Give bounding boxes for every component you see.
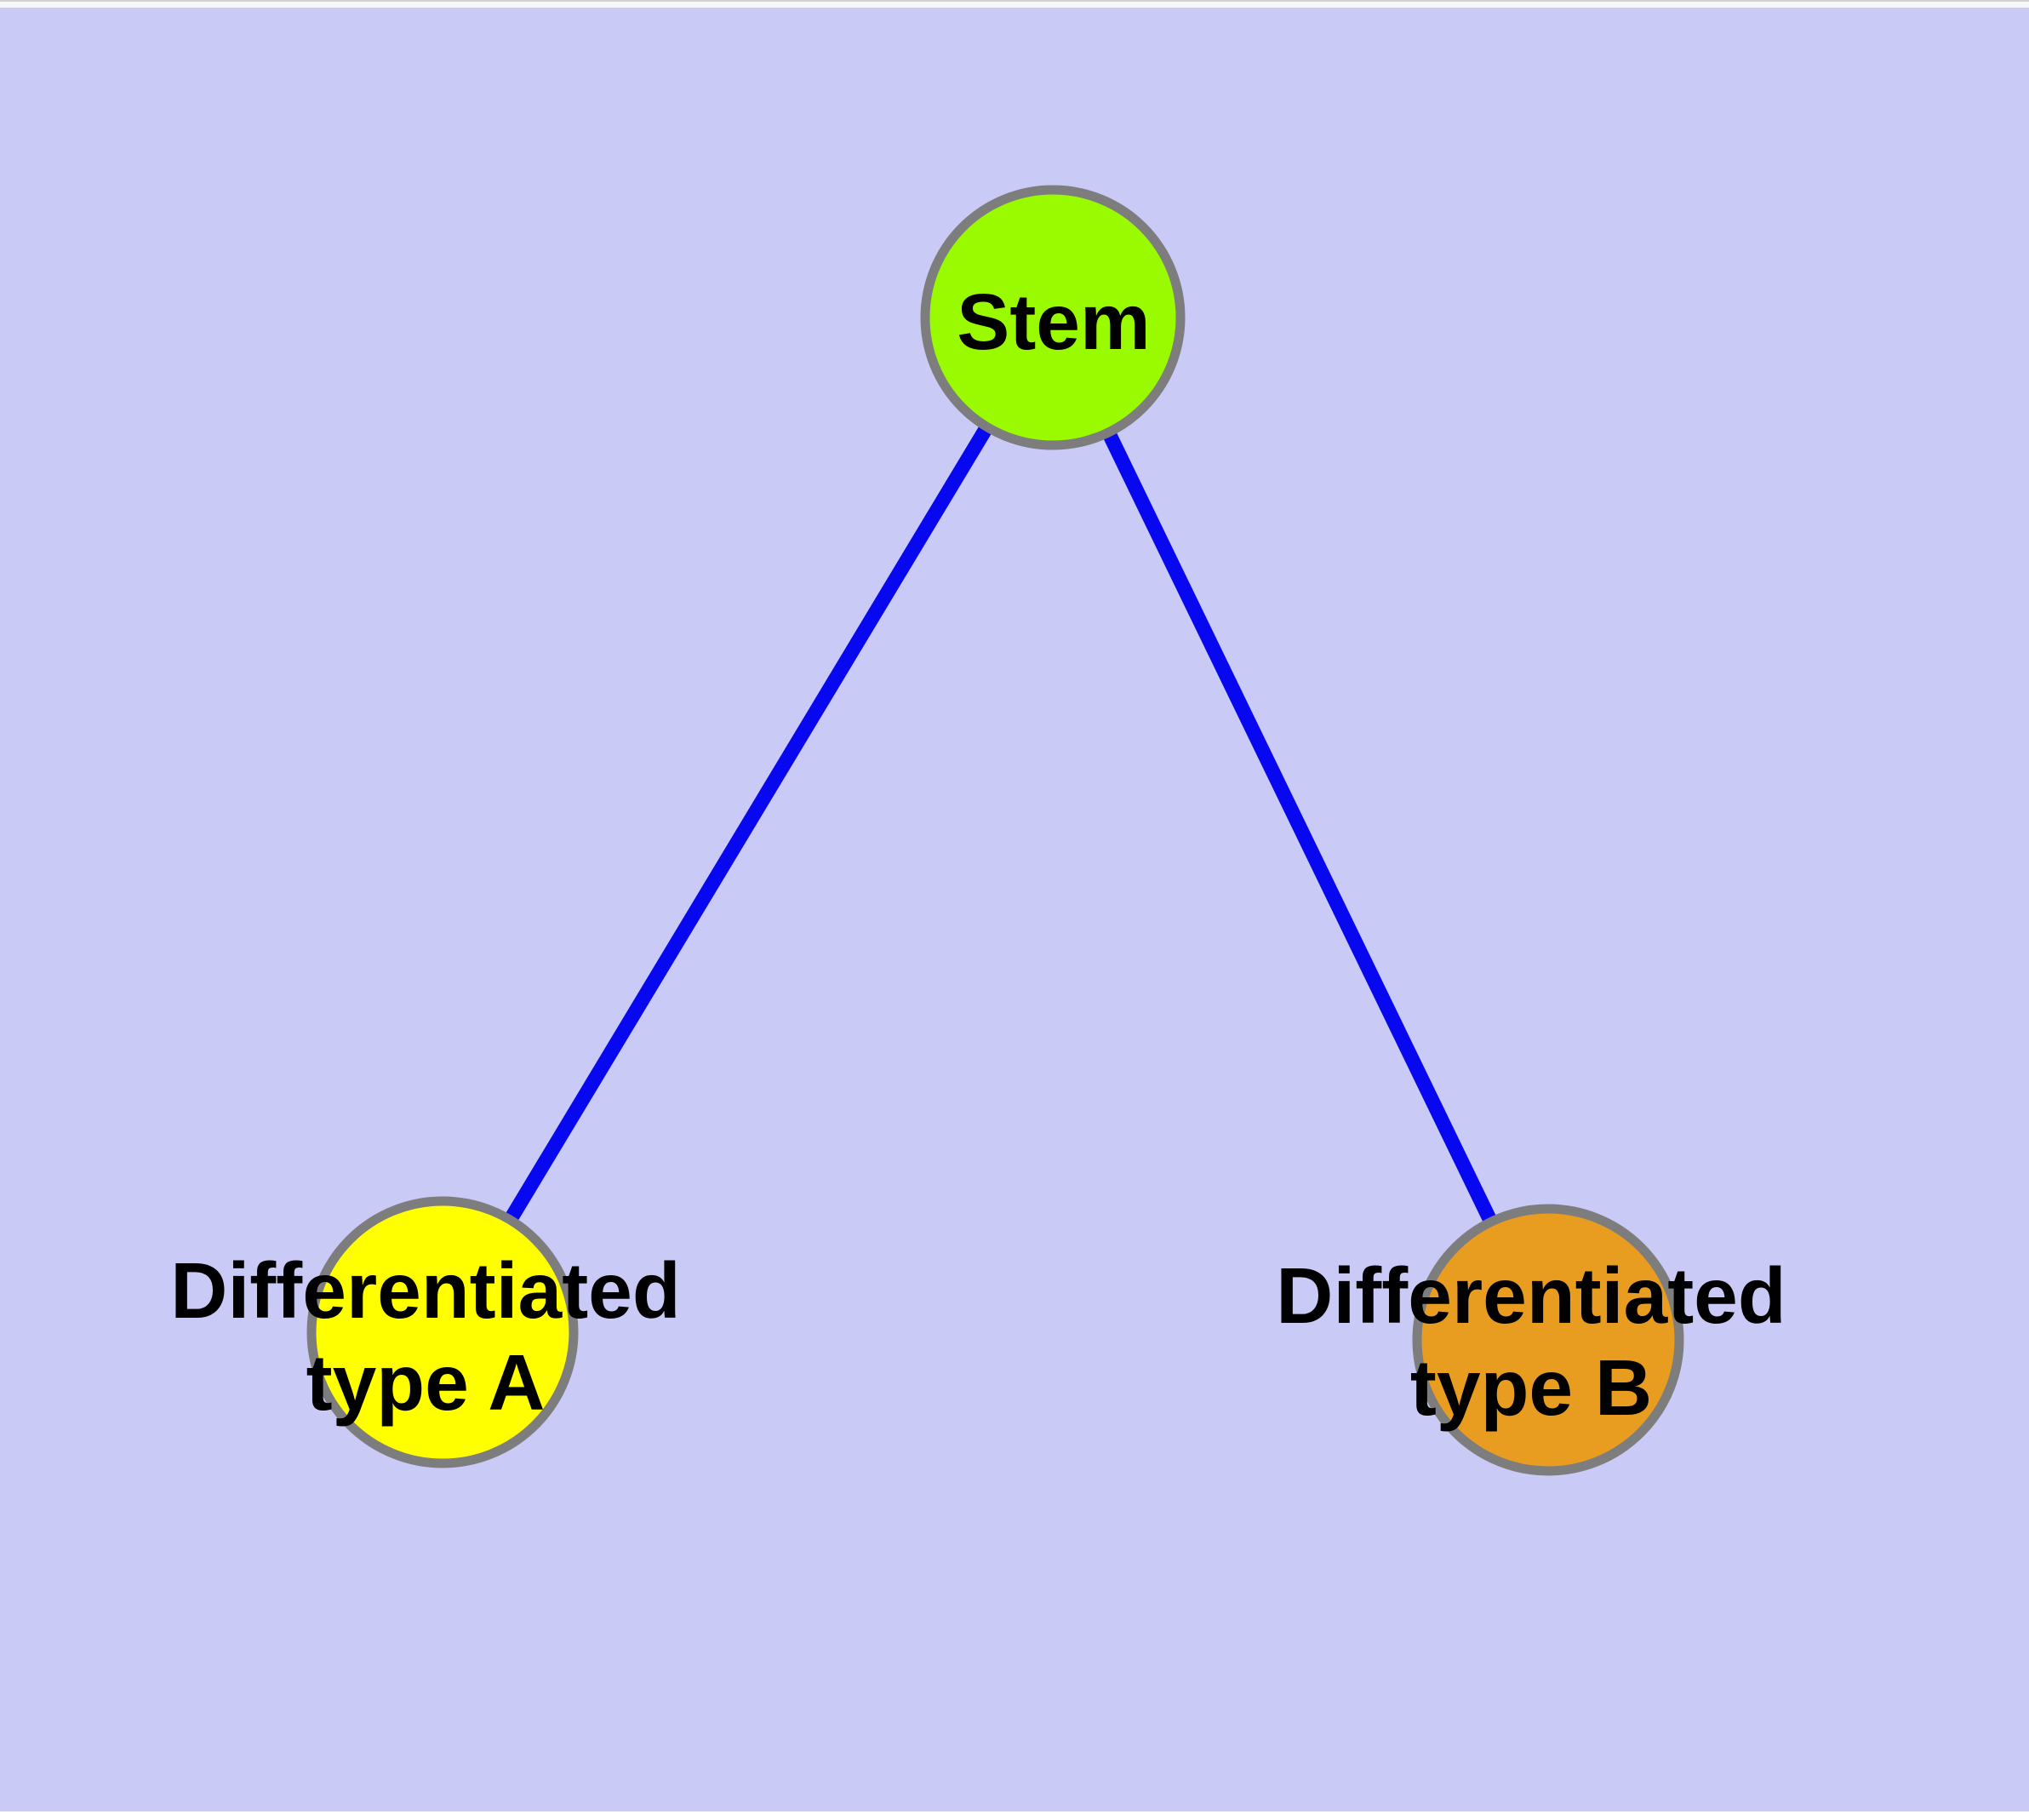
- edge-stem-to-type-b: [1046, 314, 1555, 1343]
- node-stem-circle: [920, 185, 1186, 450]
- window-top-band: [0, 2, 2029, 8]
- window-top-hairline: [0, 0, 2029, 2]
- edge-stem-to-type-a: [436, 313, 1060, 1336]
- node-type-b-circle: [1412, 1204, 1684, 1476]
- node-type-a-circle: [306, 1196, 579, 1468]
- window-bottom-band: [0, 1811, 2029, 1820]
